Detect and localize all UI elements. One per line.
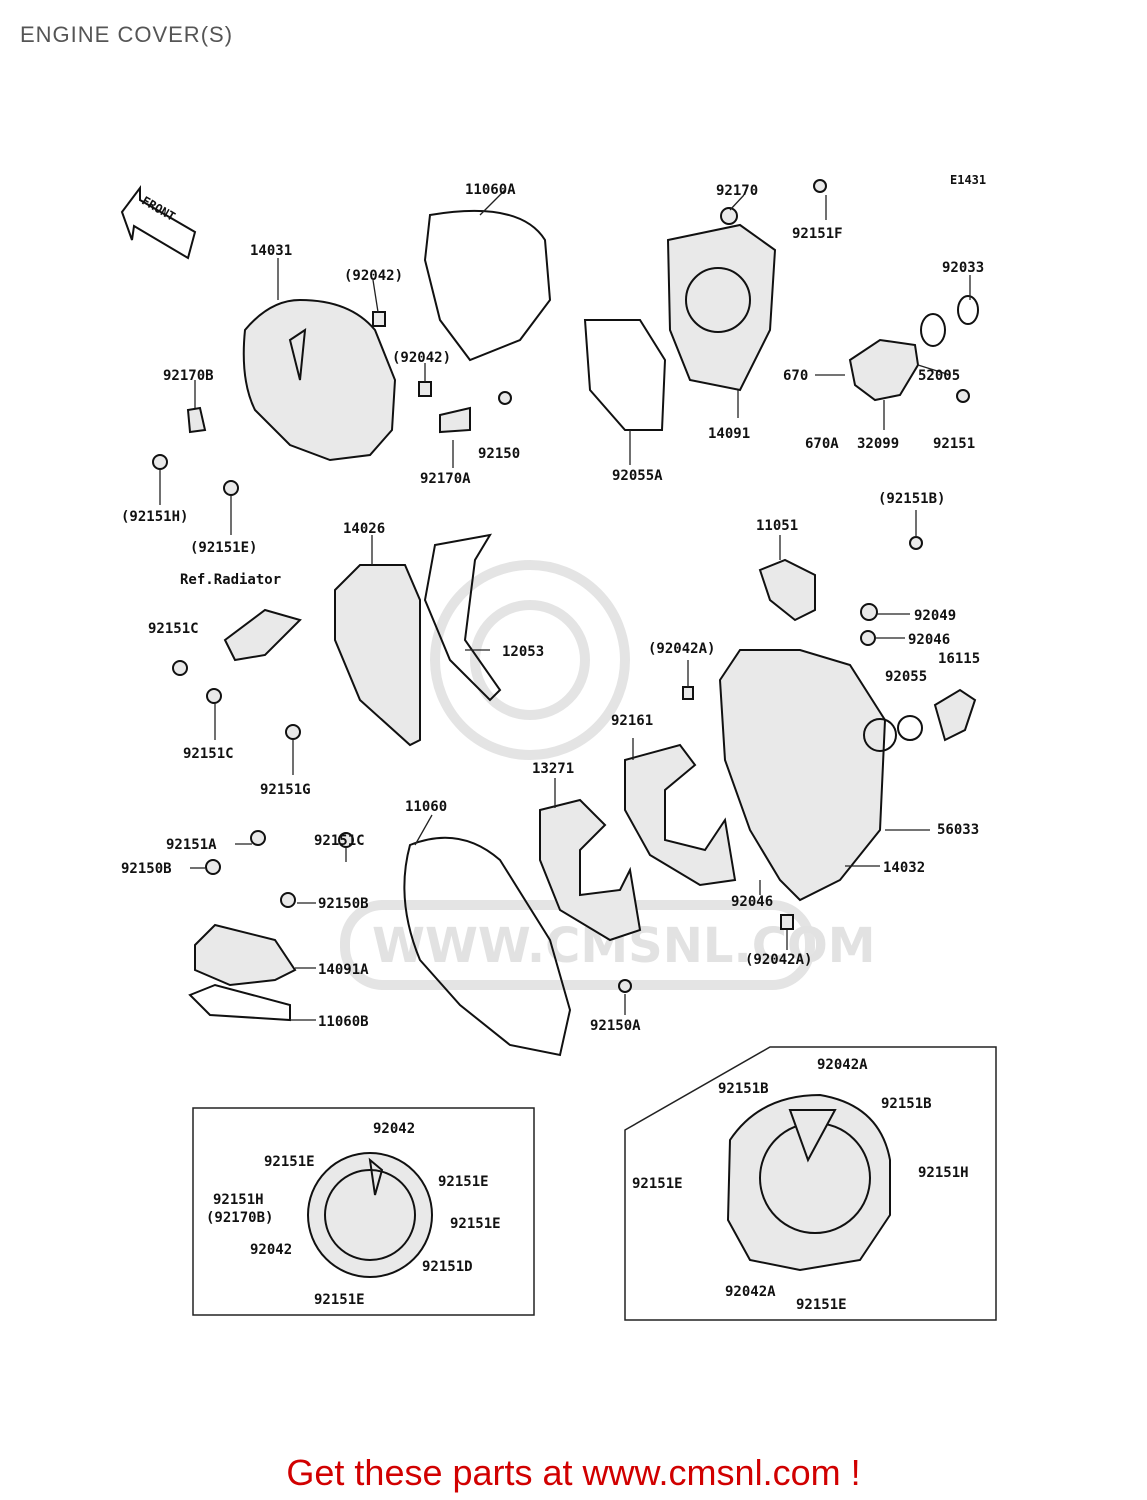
label-11060A: 11060A [465, 182, 516, 198]
part-14091-cover [666, 223, 777, 392]
label-92042-b: (92042) [392, 350, 451, 366]
part-92055A-gasket [583, 319, 667, 431]
inset1-label-92170B: (92170B) [206, 1210, 273, 1226]
label-12053: 12053 [502, 644, 544, 660]
label-92055: 92055 [885, 669, 927, 685]
inset2-label-92151E-b: 92151E [796, 1297, 847, 1313]
label-92150B-b: 92150B [318, 896, 369, 912]
page-title: ENGINE COVER(S) [20, 22, 234, 47]
inset2-label-92042A-t: 92042A [817, 1057, 868, 1073]
part-12053-bracket [423, 533, 502, 702]
inset1-label-92042-l: 92042 [250, 1242, 292, 1258]
label-13271: 13271 [532, 761, 574, 777]
inset2-label-92151H: 92151H [918, 1165, 969, 1181]
inset1-label-92042-top: 92042 [373, 1121, 415, 1137]
part-14031-cover [242, 298, 397, 462]
label-ref-radiator: Ref.Radiator [180, 572, 281, 588]
inset-left [192, 1107, 535, 1316]
label-14091A: 14091A [318, 962, 369, 978]
label-92042A-b: (92042A) [745, 952, 812, 968]
label-92151G: 92151G [260, 782, 311, 798]
label-14091: 14091 [708, 426, 750, 442]
label-92170A: 92170A [420, 471, 471, 487]
label-92055A: 92055A [612, 468, 663, 484]
part-32099-pump [848, 295, 979, 402]
part-11051-bracket [758, 558, 816, 622]
part-92161-plate [624, 743, 737, 887]
inset1-label-92151E-r1: 92151E [438, 1174, 489, 1190]
leader-lines [159, 189, 971, 1021]
front-arrow-icon: FRONT [120, 185, 197, 260]
label-14031: 14031 [250, 243, 292, 259]
label-92151: 92151 [933, 436, 975, 452]
label-670A: 670A [805, 436, 839, 452]
label-92151C-c: 92151C [314, 833, 365, 849]
diagram-code: E1431 [950, 173, 986, 187]
part-13271-plate [539, 798, 642, 942]
label-92042A-a: (92042A) [648, 641, 715, 657]
inset-right [624, 1046, 997, 1321]
label-92150: 92150 [478, 446, 520, 462]
part-16115-fitting [897, 688, 977, 742]
fasteners [152, 179, 970, 993]
inset1-label-92151E-l: 92151E [264, 1154, 315, 1170]
inset1-label-92151E-r2: 92151E [450, 1216, 501, 1232]
label-92150A: 92150A [590, 1018, 641, 1034]
label-14032: 14032 [883, 860, 925, 876]
inset2-label-92151E-l: 92151E [632, 1176, 683, 1192]
label-92049: 92049 [914, 608, 956, 624]
label-92151H: (92151H) [121, 509, 188, 525]
label-92151C-a: 92151C [148, 621, 199, 637]
label-11060: 11060 [405, 799, 447, 815]
label-52005: 52005 [918, 368, 960, 384]
inset1-label-92151E-b: 92151E [314, 1292, 365, 1308]
inset1-label-92151H: 92151H [213, 1192, 264, 1208]
parts-diagram: WWW.CMSNL.COM FRONT E1431 [120, 173, 997, 1321]
label-92151E: (92151E) [190, 540, 257, 556]
label-92046-a: 92046 [908, 632, 950, 648]
label-92151A: 92151A [166, 837, 217, 853]
inset2-label-92042A-b: 92042A [725, 1284, 776, 1300]
label-11051: 11051 [756, 518, 798, 534]
label-92151C-b: 92151C [183, 746, 234, 762]
part-14032-cover [718, 649, 897, 902]
label-14026: 14026 [343, 521, 385, 537]
part-labels: 11060A 92170 92151F 92033 14031 (92042) … [121, 182, 984, 1313]
part-radiator-bracket [223, 608, 302, 662]
label-32099: 32099 [857, 436, 899, 452]
inset2-label-92151B-r: 92151B [881, 1096, 932, 1112]
label-92161: 92161 [611, 713, 653, 729]
label-92042-a: (92042) [344, 268, 403, 284]
label-670: 670 [783, 368, 808, 384]
label-92033: 92033 [942, 260, 984, 276]
label-11060B: 11060B [318, 1014, 369, 1030]
label-92151B: (92151B) [878, 491, 945, 507]
part-11060-gasket [403, 836, 572, 1057]
part-14091A-cover [188, 923, 297, 1022]
label-56033: 56033 [937, 822, 979, 838]
front-label: FRONT [139, 194, 177, 224]
part-14026-cover [334, 564, 421, 747]
label-92046-b: 92046 [731, 894, 773, 910]
label-92151F: 92151F [792, 226, 843, 242]
label-16115: 16115 [938, 651, 980, 667]
footer-promo-link[interactable]: Get these parts at www.cmsnl.com ! [286, 1452, 861, 1493]
part-11060A-gasket [423, 209, 552, 362]
label-92170: 92170 [716, 183, 758, 199]
inset2-label-92151B-l: 92151B [718, 1081, 769, 1097]
label-92150B-a: 92150B [121, 861, 172, 877]
inset1-label-92151D: 92151D [422, 1259, 473, 1275]
label-92170B: 92170B [163, 368, 214, 384]
